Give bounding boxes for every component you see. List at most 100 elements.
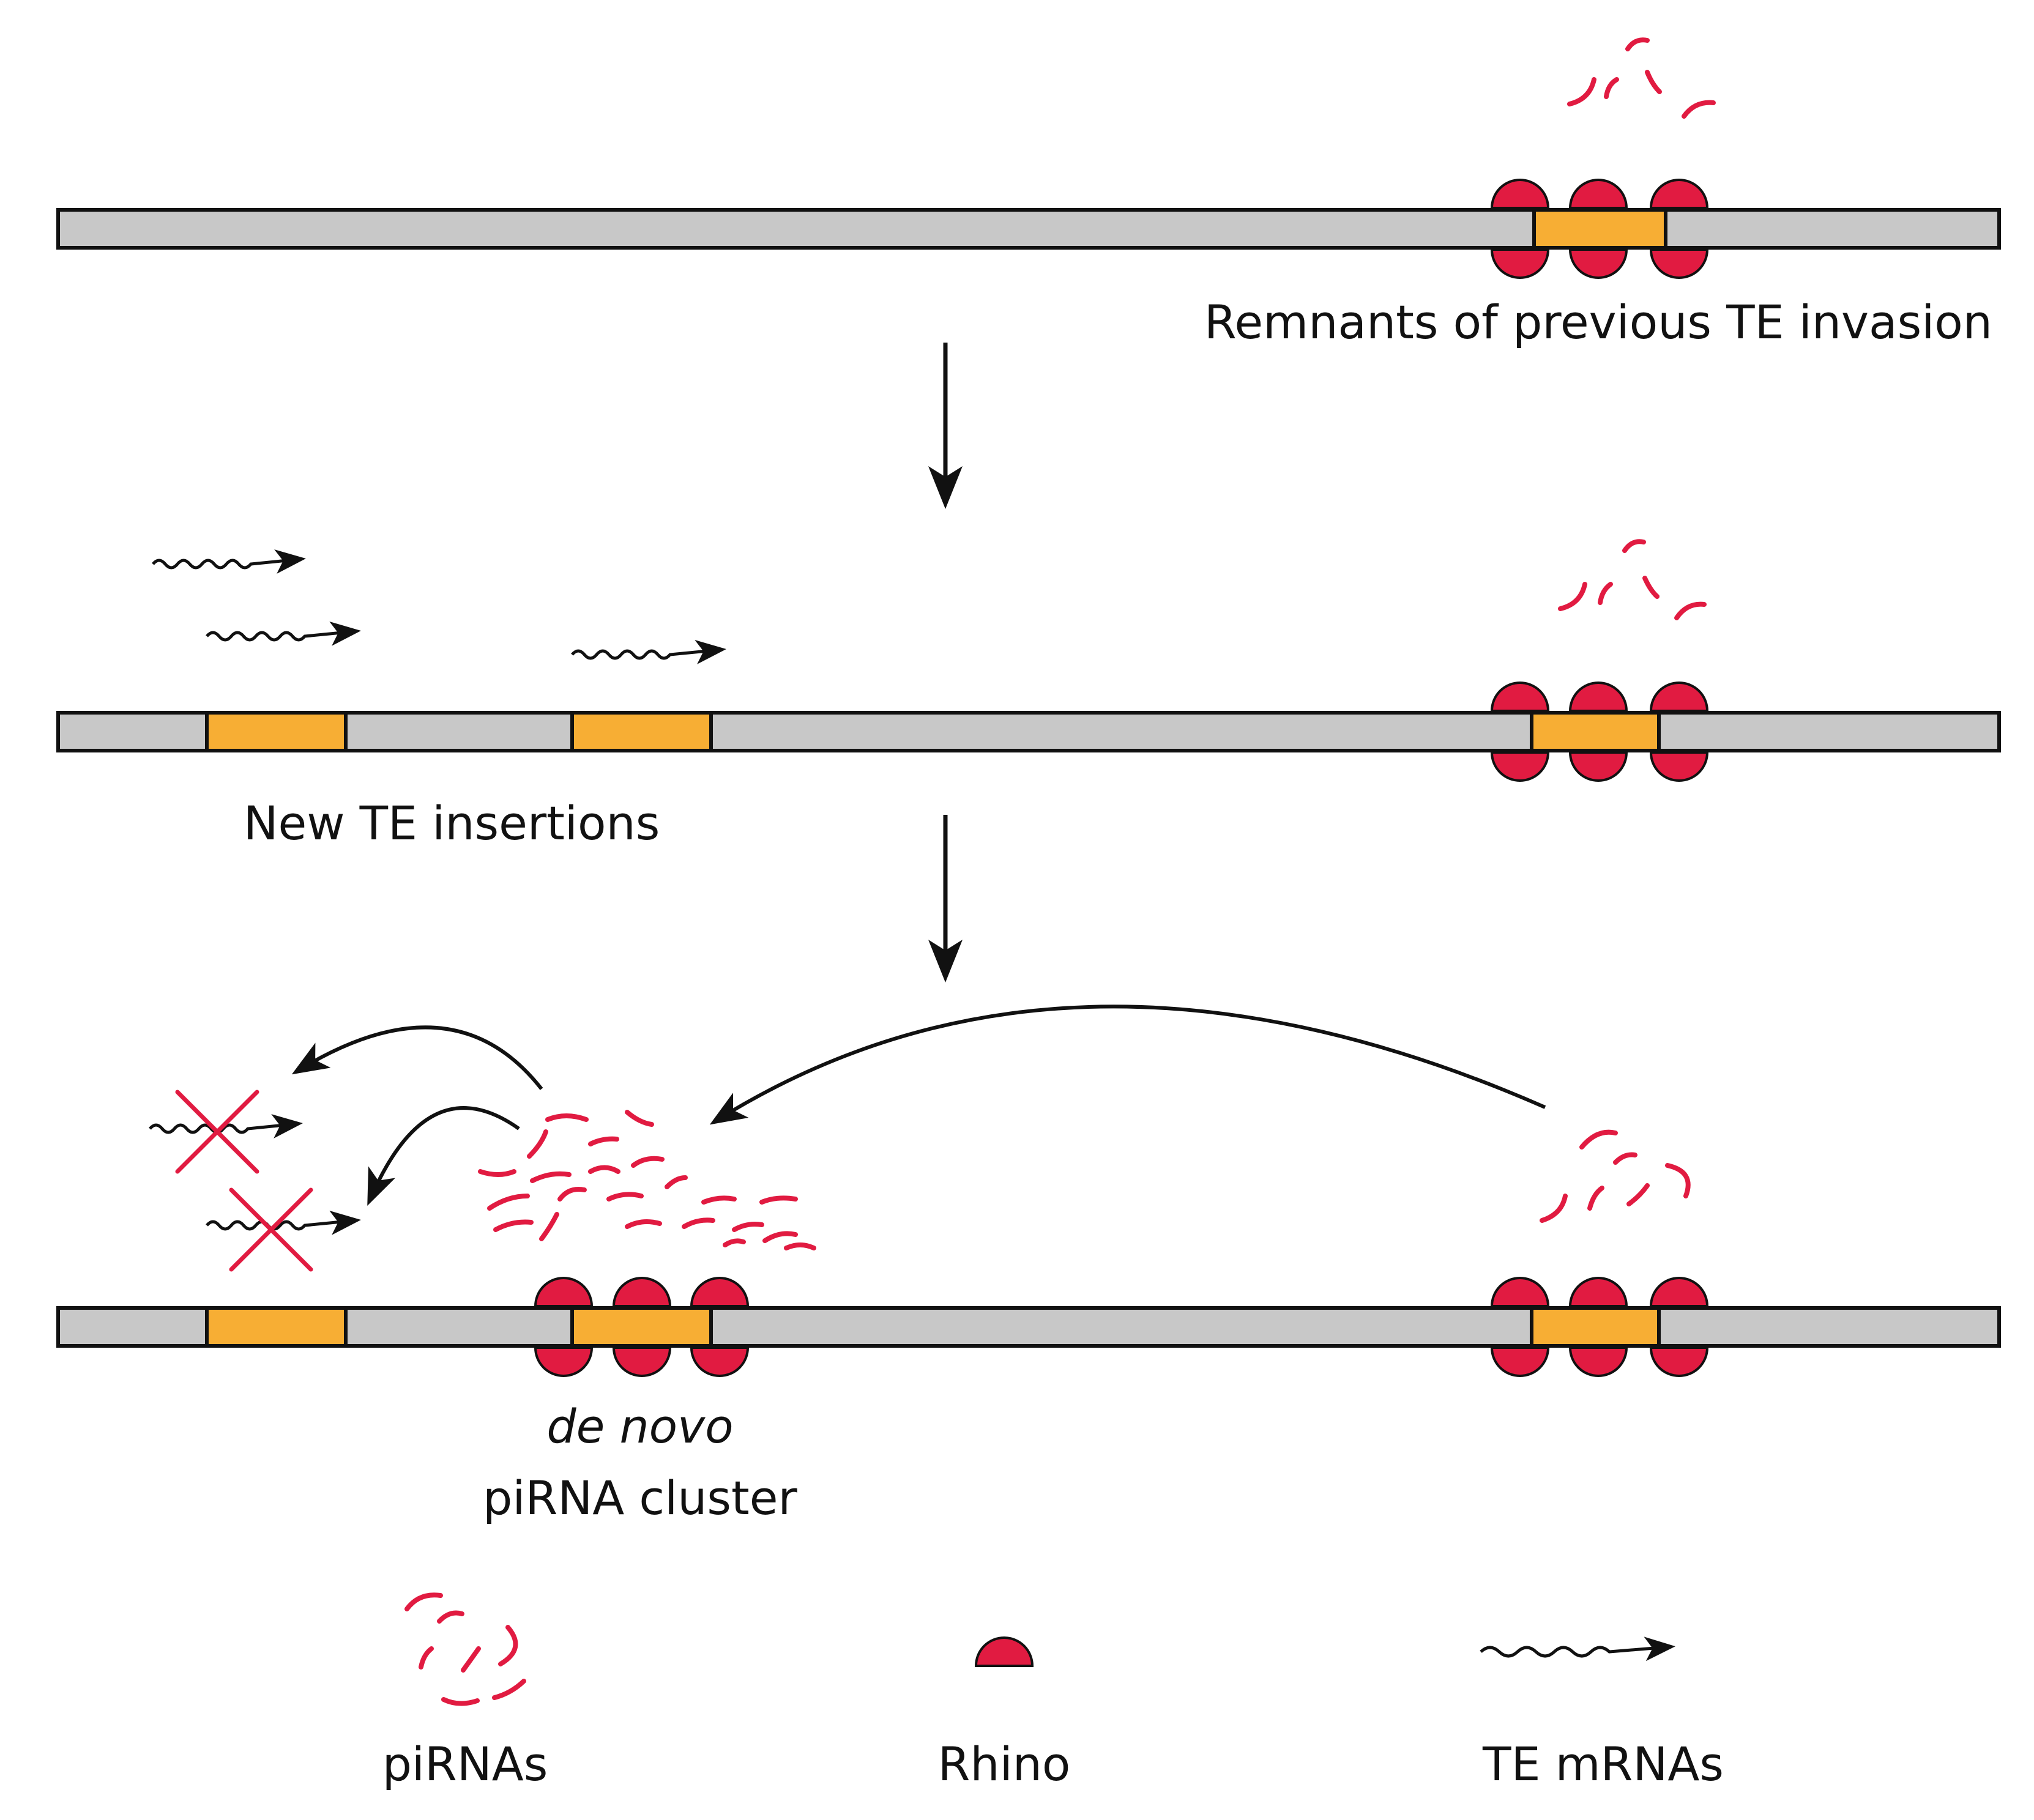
rhino-icon (1649, 1277, 1709, 1307)
rhino-icon (1490, 682, 1550, 712)
te-insertion-ancestral-2 (1530, 711, 1661, 752)
row-1-ancestral-cluster: Remnants of previous TE invasion (56, 37, 2001, 349)
rhino-icon (1568, 682, 1628, 712)
pirna-cloud-de-novo (478, 1110, 816, 1250)
te-mrna-group-2 (152, 549, 726, 664)
pirna-cloud-1 (1567, 37, 1716, 119)
te-mrna-icon (571, 639, 726, 664)
legend-label-pirnas: piRNAs (382, 1737, 548, 1791)
rhino-icon (1649, 1346, 1709, 1377)
feedback-arrows (291, 1005, 1546, 1206)
rhino-icon (1568, 1346, 1628, 1377)
rhino-icon (1490, 179, 1550, 209)
te-mrna-group-3 (149, 1114, 361, 1235)
pirna-icon (625, 1219, 662, 1229)
upper-silencing-arrow (291, 1025, 543, 1090)
pirna-icon (530, 1171, 572, 1183)
te-insertion-de-novo (570, 1306, 713, 1348)
pirna-icon (1587, 1186, 1604, 1211)
pirna-icon (1567, 77, 1596, 106)
pirna-icon (701, 1195, 737, 1205)
pirna-icon (557, 1187, 587, 1202)
pirna-icon (588, 1165, 620, 1174)
label-remnants: Remnants of previous TE invasion (1204, 295, 1992, 349)
rhino-group-de-novo (534, 1277, 750, 1377)
pirna-icon (1622, 539, 1646, 553)
pirna-icon (588, 1136, 619, 1146)
pirna-icon (1613, 1152, 1637, 1165)
x-icon (175, 1090, 259, 1174)
rhino-icon (690, 1277, 750, 1307)
pirna-icon (759, 1195, 798, 1205)
pirna-icon (682, 1217, 715, 1229)
rhino-group-1 (1490, 179, 1709, 279)
label-pirna-cluster: piRNA cluster (483, 1471, 797, 1525)
te-mrna-icon (152, 549, 306, 574)
pirna-icon (1665, 1163, 1691, 1198)
pirna-icon (1558, 582, 1587, 611)
pirna-icon (545, 1113, 589, 1122)
rhino-icon (1490, 1346, 1550, 1377)
te-mrna-icon (149, 1114, 303, 1138)
rhino-icon (534, 1346, 594, 1377)
te-insertion-ancestral-3 (1530, 1306, 1661, 1348)
pirna-icon (631, 1156, 665, 1168)
pirna-icon (539, 1212, 559, 1241)
pirna-icon (762, 1231, 798, 1243)
rhino-icon (1568, 751, 1628, 782)
chromosome-3 (56, 1306, 2001, 1348)
chromosome-1 (56, 208, 2001, 250)
pirna-cloud-3 (1540, 1129, 1691, 1223)
rhino-icon (1490, 751, 1550, 782)
rhino-icon (612, 1277, 672, 1307)
pirna-cloud-2 (1558, 539, 1707, 620)
te-mrna-icon (206, 621, 361, 646)
te-insertion-ancestral-1 (1532, 208, 1667, 250)
pirna-icon (1540, 1194, 1568, 1223)
rhino-icon (1649, 682, 1709, 712)
rhino-icon (1649, 179, 1709, 209)
pirna-icon (487, 1194, 530, 1211)
long-arc-arrow (709, 1005, 1546, 1125)
label-new-insertions: New TE insertions (244, 796, 660, 850)
te-insertion-new-1 (205, 711, 348, 752)
pirna-icon (784, 1242, 816, 1250)
te-insertion-new-2 (570, 711, 713, 752)
te-mrna-icon (206, 1210, 361, 1235)
rhino-icon (612, 1346, 672, 1377)
pirna-icon (665, 1175, 688, 1189)
pirna-icon (493, 1219, 534, 1232)
pirna-icon (1579, 1129, 1618, 1150)
rhino-icon (1649, 248, 1709, 279)
legend-label-rhino: Rhino (938, 1737, 1071, 1791)
rhino-group-2 (1490, 682, 1709, 782)
legend-te-mrna-icon (1480, 1636, 1675, 1662)
pirna-icon (1598, 582, 1613, 605)
label-de-novo-italic: de novo (546, 1399, 733, 1454)
pirna-icon (1626, 1183, 1650, 1206)
row-3-de-novo-cluster: de novo piRNA cluster (56, 1005, 2001, 1525)
legend-pirna-icon (404, 1592, 526, 1706)
legend: piRNAs Rhino TE mRNAs (382, 1592, 1724, 1791)
rhino-icon (1568, 179, 1628, 209)
rhino-icon (690, 1346, 750, 1377)
pirna-icon (1674, 601, 1707, 620)
pirna-icon (1625, 37, 1650, 51)
rhino-icon (1568, 1277, 1628, 1307)
pirna-icon (723, 1238, 746, 1247)
inhibition-crosses (175, 1090, 313, 1272)
rhino-icon (1490, 248, 1550, 279)
lower-silencing-arrow (367, 1106, 520, 1206)
pirna-icon (1682, 100, 1716, 119)
pirna-icon (625, 1110, 654, 1127)
row-2-new-insertions: New TE insertions (56, 539, 2001, 850)
pirna-icon (1642, 576, 1660, 599)
rhino-icon (534, 1277, 594, 1307)
pirna-icon (606, 1192, 644, 1202)
rhino-icon (1568, 248, 1628, 279)
x-icon (229, 1187, 313, 1272)
rhino-icon (1649, 751, 1709, 782)
pirna-icon (1645, 70, 1662, 94)
legend-label-te-mrnas: TE mRNAs (1482, 1737, 1724, 1791)
